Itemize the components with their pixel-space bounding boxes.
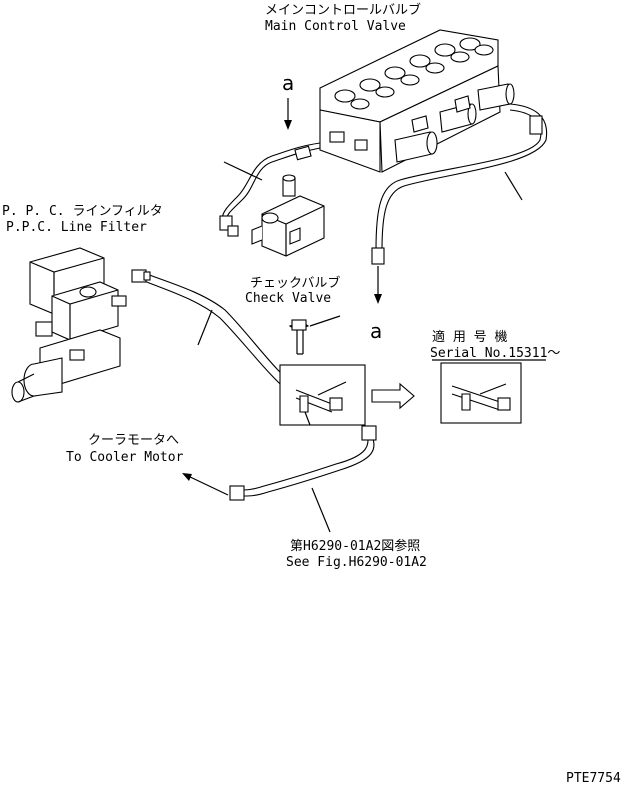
serial-label-en: Serial No.15311～ <box>430 346 560 361</box>
figure-id: PTE7754 <box>566 771 621 786</box>
main-control-valve <box>319 29 515 173</box>
valve-spool-caps <box>334 37 494 110</box>
ppc-line-filter <box>11 247 127 403</box>
hose-filter-to-tee <box>131 269 301 397</box>
cooler-motor-label-en: To Cooler Motor <box>66 450 184 465</box>
detail-box-current <box>279 364 366 426</box>
leader-filter-hose <box>197 309 213 346</box>
leader-bolt <box>309 315 341 327</box>
main-valve-label-en: Main Control Valve <box>265 19 406 34</box>
view-a-arrow-bottom <box>374 266 382 304</box>
leader-detail-current <box>317 381 347 396</box>
main-valve-label-jp: メインコントロールバルブ <box>265 2 421 18</box>
hose-to-cooler-motor <box>229 425 377 501</box>
leader-detail-serial <box>479 383 507 395</box>
hose-valve-to-check-valve <box>219 142 321 237</box>
reference-label-jp: 第H6290-01A2図参照 <box>290 538 420 554</box>
ppc-filter-label-jp: P. P. C. ラインフィルタ <box>2 204 163 219</box>
ppc-filter-label-en: P.P.C. Line Filter <box>6 220 147 235</box>
leader-right-hose <box>504 171 523 201</box>
serial-label-jp: 適 用 号 機 <box>432 329 507 345</box>
check-valve <box>251 174 325 257</box>
cooler-motor-arrow <box>182 473 229 496</box>
change-arrow <box>371 382 415 410</box>
check-valve-label-jp: チェックバルブ <box>250 275 340 291</box>
check-valve-label-en: Check Valve <box>245 291 331 306</box>
leader-check-hose <box>223 161 263 181</box>
cooler-motor-label-jp: クーラモータへ <box>88 433 179 448</box>
reference-label-en: See Fig.H6290-01A2 <box>286 555 427 570</box>
view-a-label-bottom: a <box>370 319 382 343</box>
hose-valve-to-right <box>371 103 548 265</box>
mounting-bolt <box>288 319 310 355</box>
view-a-label-top: a <box>282 71 294 95</box>
leader-ref <box>311 487 331 533</box>
valve-side-fittings <box>329 83 515 163</box>
view-a-arrow-top <box>284 98 292 130</box>
